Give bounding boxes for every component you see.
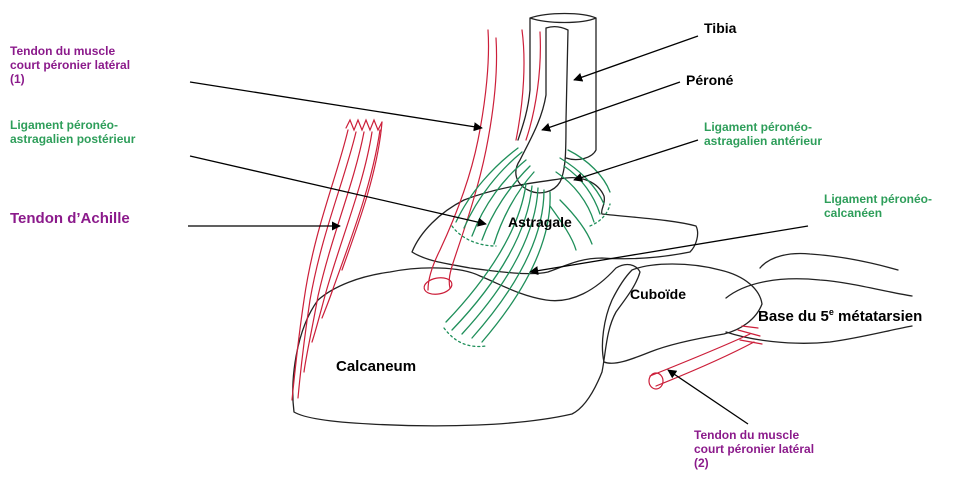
calcaneum-bone xyxy=(293,265,640,426)
cuboide-bone xyxy=(602,264,762,363)
lig-calc-strands xyxy=(446,184,550,342)
arrow-tendon-court-2 xyxy=(668,370,748,424)
label-base-5-metatarsien: Base du 5e métatarsien xyxy=(758,308,922,326)
metatarsal-bone xyxy=(726,254,912,344)
arrow-lig-ant xyxy=(574,140,698,180)
achille-tendon xyxy=(346,120,382,130)
label-calcaneum: Calcaneum xyxy=(336,358,416,376)
label-astragale: Astragale xyxy=(508,214,572,231)
tibia-bone xyxy=(518,14,596,160)
arrow-tendon-court-1 xyxy=(190,82,482,128)
arrows xyxy=(188,36,808,424)
label-ligament-posterieur: Ligament péronéo- astragalien postérieur xyxy=(10,118,135,146)
label-tendon-court-peronier-2: Tendon du muscle court péronier latéral … xyxy=(694,428,814,470)
court-peronier-tendon-2 xyxy=(650,334,750,376)
label-ligament-anterieur: Ligament péronéo- astragalien antérieur xyxy=(704,120,822,148)
court-peronier-tendon-1 xyxy=(428,30,489,290)
label-perone: Péroné xyxy=(686,72,733,89)
label-ligament-calcaneen: Ligament péronéo- calcanéen xyxy=(824,192,932,220)
label-cuboide: Cuboïde xyxy=(630,286,686,303)
arrow-tibia xyxy=(574,36,698,80)
arrow-perone xyxy=(542,82,680,130)
arrow-lig-calc xyxy=(530,226,808,272)
label-tendon-achille: Tendon d’Achille xyxy=(10,210,130,228)
label-tibia: Tibia xyxy=(704,20,736,37)
label-tendon-court-peronier-1: Tendon du muscle court péronier latéral … xyxy=(10,44,130,86)
